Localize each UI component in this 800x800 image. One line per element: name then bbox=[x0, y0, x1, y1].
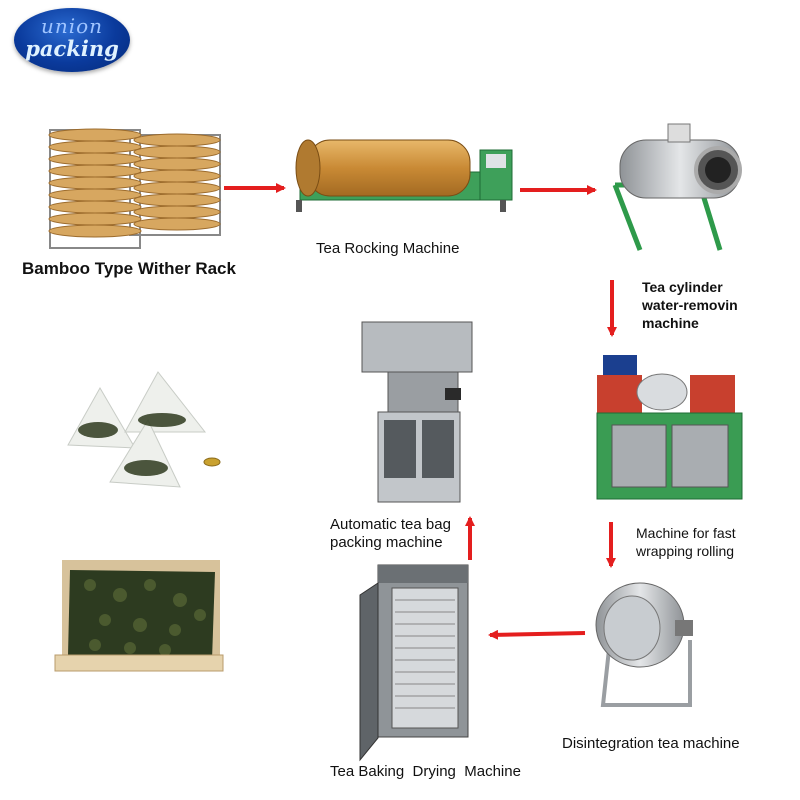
union-packing-logo: union packing bbox=[14, 8, 130, 72]
label-cylinder-line2: water-removin bbox=[642, 297, 738, 313]
logo-text-line2: packing bbox=[25, 36, 119, 61]
label-wither-rack: Bamboo Type Wither Rack bbox=[22, 259, 236, 278]
logo-text-line1: union bbox=[40, 14, 104, 38]
arrow-disintegration-to-baking bbox=[488, 629, 586, 640]
label-bag-line1: Automatic tea bag bbox=[330, 516, 451, 533]
label-cylinder-line3: machine bbox=[642, 315, 699, 331]
rocking-machine-illustration bbox=[295, 139, 513, 212]
label-bag-line2: packing machine bbox=[330, 534, 443, 551]
tea-tray-illustration bbox=[54, 560, 224, 672]
wrapping-machine-illustration bbox=[596, 355, 743, 500]
wither-rack-illustration bbox=[48, 128, 221, 249]
label-wrapping-line2: wrapping rolling bbox=[636, 543, 735, 559]
label-cylinder-line1: Tea cylinder bbox=[642, 279, 723, 295]
bag-packing-machine-illustration bbox=[361, 321, 473, 503]
flow-arrows bbox=[224, 183, 617, 640]
label-wrapping-line1: Machine for fast bbox=[636, 525, 736, 541]
disintegration-machine-illustration bbox=[595, 582, 693, 707]
baking-machine-illustration bbox=[359, 564, 469, 762]
label-bag-packing-machine: Automatic tea bag packing machine bbox=[330, 516, 490, 552]
label-rocking-machine: Tea Rocking Machine bbox=[316, 240, 460, 257]
tea-bags-illustration bbox=[67, 371, 221, 488]
label-disintegration-machine: Disintegration tea machine bbox=[562, 735, 740, 752]
label-baking-machine: Tea Baking Drying Machine bbox=[330, 763, 521, 780]
label-wrapping-machine: Machine for fast wrapping rolling bbox=[636, 524, 786, 560]
cylinder-machine-illustration bbox=[612, 123, 742, 251]
label-cylinder-machine: Tea cylinder water-removin machine bbox=[642, 278, 782, 332]
